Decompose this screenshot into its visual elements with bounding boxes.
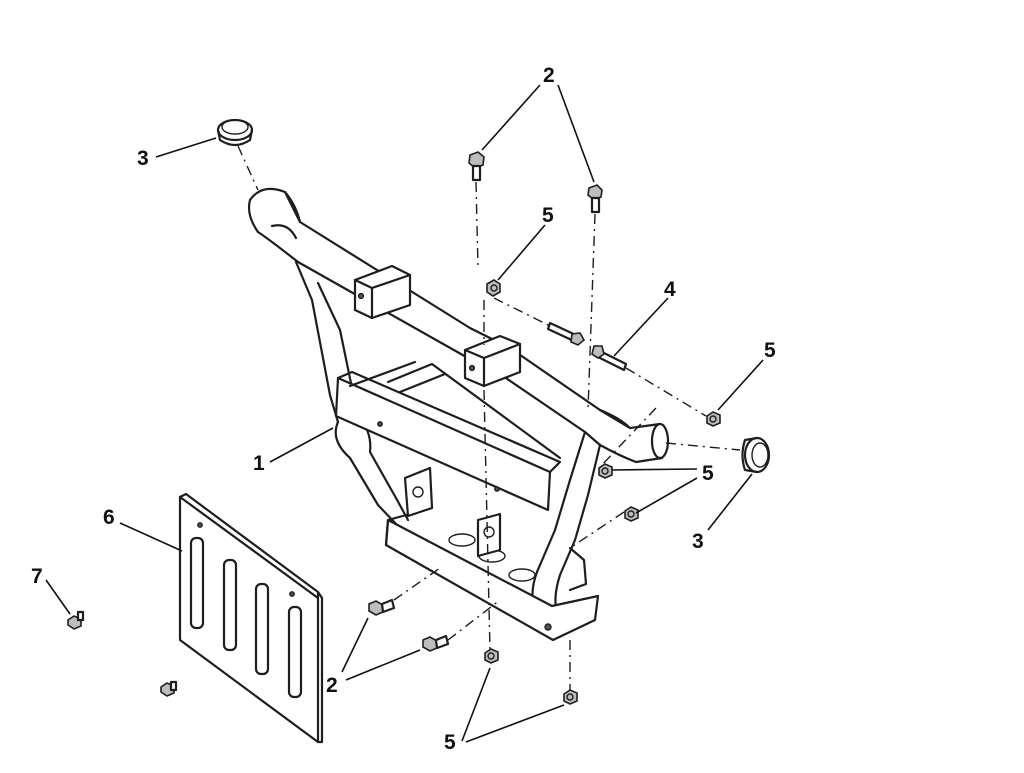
end-cap-left (216, 118, 254, 147)
callout-5-mid: 5 (702, 462, 714, 485)
callout-2-top: 2 (543, 64, 555, 87)
callout-3-left: 3 (137, 147, 149, 170)
bumper-frame (247, 187, 670, 642)
fasteners (67, 151, 721, 705)
callout-5-upper: 5 (542, 204, 554, 227)
callout-5-bottom: 5 (444, 731, 456, 754)
callout-labels: 2 3 5 4 5 1 5 6 3 7 2 5 (31, 64, 776, 754)
callout-7: 7 (31, 565, 43, 588)
callout-1: 1 (253, 452, 265, 475)
callout-4: 4 (664, 278, 676, 301)
plate-bracket (178, 492, 324, 744)
callout-6: 6 (103, 506, 115, 529)
callout-5-right: 5 (764, 339, 776, 362)
end-cap-right (741, 436, 771, 474)
assembly-lines (237, 145, 741, 690)
callout-3-right: 3 (692, 530, 704, 553)
callout-2-bottom: 2 (326, 674, 338, 697)
leader-lines (45, 84, 764, 743)
